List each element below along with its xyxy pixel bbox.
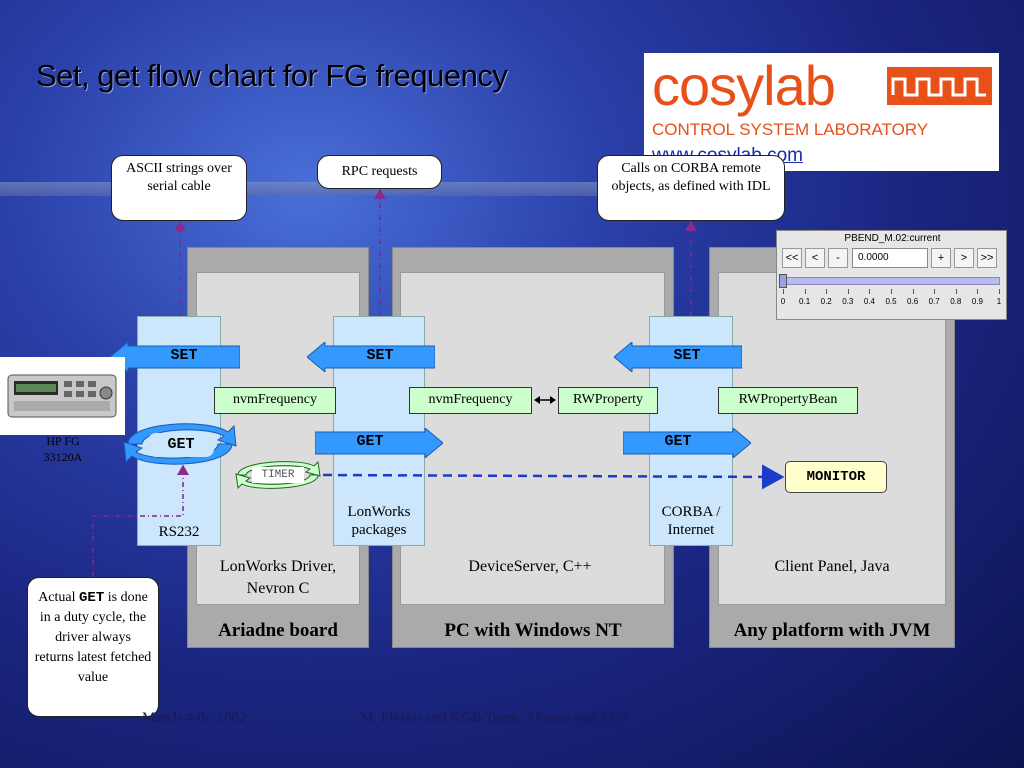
get-arrow-pc: GET [315,428,443,458]
slider-tick-label: 0.3 [842,297,854,306]
logo-name: cosylab [652,54,836,117]
set-arrow-pc: SET [307,342,435,372]
timer-label: TIMER [252,467,304,483]
slider-tick-label: 0.8 [950,297,962,306]
slider-tick-label: 0.4 [863,297,875,306]
step-forward-button[interactable]: > [954,248,974,268]
slider-tick-label: 0.2 [820,297,832,306]
monitor-box: MONITOR [785,461,887,493]
value-field[interactable]: 0.0000 [852,248,928,268]
set-label: SET [366,347,394,364]
footer-authors: M. Plesko and KGB Team, Abeans and ACS [360,710,628,726]
note-text-before: Actual [38,590,80,605]
slider-tick-mark [847,289,849,294]
footer-page: 16 [916,710,931,726]
set-arrow-ariadne: SET [110,342,240,372]
get-cycle-label: GET [148,433,214,457]
pc-inner-label: DeviceServer, C++ [468,558,592,575]
slider-tick-mark [869,289,871,294]
get-label: GET [356,433,384,450]
note-text-after: is done in a duty cycle, the driver alwa… [34,590,152,685]
slider-thumb[interactable] [779,274,787,288]
slider-tick-mark [934,289,936,294]
slider-tick-label: 1 [996,297,1002,306]
slider-tick-label: 0.5 [885,297,897,306]
note-keyword: GET [79,590,105,606]
inner-jvm [718,272,946,605]
step-back-button[interactable]: < [805,248,825,268]
slider-track[interactable] [782,277,1000,285]
client-panel-widget: PBEND_M.02:current << < - 0.0000 + > >> … [776,230,1007,320]
get-note: Actual GET is done in a duty cycle, the … [27,577,159,717]
decrement-button[interactable]: - [828,248,848,268]
ariadne-inner-label: LonWorks Driver, Nevron C [219,558,337,597]
corba-label: CORBA / Internet [661,504,721,538]
callout-ascii: ASCII strings over serial cable [111,155,247,221]
slide-title: Set, get flow chart for FG frequency [36,58,508,93]
slider-tick-mark [804,289,806,294]
footer-date: March 4-th, 2002 [142,710,247,726]
set-label: SET [170,347,198,364]
set-arrow-shape [307,342,435,372]
slider-tick-mark [955,289,957,294]
slider-tick-label: 0 [780,297,786,306]
slider-tick-label: 0.9 [971,297,983,306]
slider-tick-label: 0.1 [799,297,811,306]
fast-forward-button[interactable]: >> [977,248,997,268]
get-arrow-shape [623,428,751,458]
function-generator-image [0,357,125,435]
rwpropertybean-box: RWPropertyBean [718,387,858,414]
callout-rpc: RPC requests [317,155,442,189]
slider-tick-label: 0.6 [907,297,919,306]
jvm-caption: Any platform with JVM [733,620,931,641]
nvmfrequency-box-1: nvmFrequency [214,387,336,414]
logo-waveform-icon [887,67,992,105]
increment-button[interactable]: + [931,248,951,268]
lonworks-label: LonWorks packages [347,504,411,538]
slider-tick-label: 0.7 [928,297,940,306]
set-arrow-jvm: SET [614,342,742,372]
slider-tick-mark [912,289,914,294]
pc-caption: PC with Windows NT [444,620,622,641]
slider-scale: 0 0.1 0.2 0.3 0.4 0.5 0.6 0.7 0.8 0.9 1 [777,289,1008,317]
rs232-label: RS232 [158,524,200,540]
slider-tick-mark [826,289,828,294]
widget-title: PBEND_M.02:current [844,233,941,244]
device-label: HP FG 33120A [43,434,83,464]
get-label: GET [664,433,692,450]
set-arrow-shape [614,342,742,372]
callout-corba: Calls on CORBA remote objects, as define… [597,155,785,221]
get-arrow-shape [315,428,443,458]
rwproperty-box: RWProperty [558,387,658,414]
slider-tick-mark [891,289,892,294]
slider-tick-mark [783,289,784,294]
slider-tick-mark [977,289,979,294]
set-arrow-shape [110,342,240,372]
slider-tick-mark [999,289,1000,294]
ariadne-caption: Ariadne board [218,620,338,641]
timer-cycle: TIMER [230,456,326,494]
get-arrow-jvm: GET [623,428,751,458]
get-cycle: GET [118,414,242,474]
fast-rewind-button[interactable]: << [782,248,802,268]
jvm-inner-label: Client Panel, Java [774,558,890,575]
device-icon [7,374,117,418]
set-label: SET [673,347,701,364]
logo-subtitle: CONTROL SYSTEM LABORATORY [652,120,929,139]
nvmfrequency-box-2: nvmFrequency [409,387,532,414]
